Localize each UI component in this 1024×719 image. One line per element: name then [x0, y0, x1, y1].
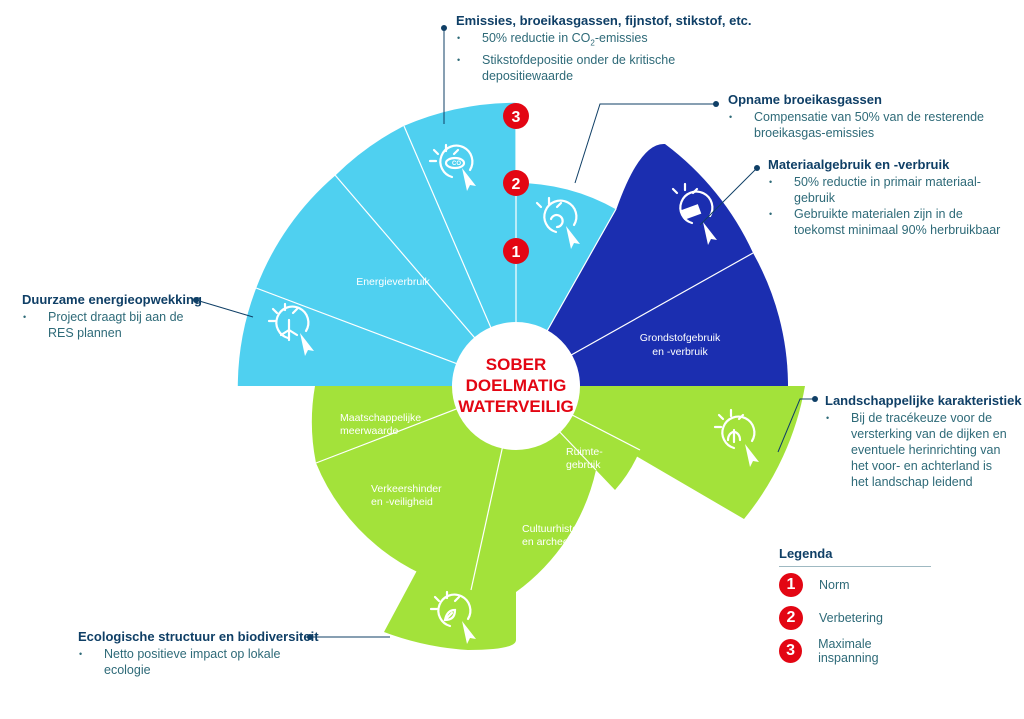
segment-label-maatschappelijk-2: meerwaarde: [340, 425, 399, 437]
level-badge-3: 3: [503, 103, 529, 129]
sector-emissies: [404, 102, 516, 387]
annotation-energie: Duurzame energieopwekking Project draagt…: [22, 292, 202, 341]
material-icon: [671, 182, 717, 245]
annotation-materiaal-title: Materiaalgebruik en -verbruik: [768, 157, 950, 172]
segment-label-ruimte-1: Ruimte-: [566, 446, 603, 458]
leader-lines: [195, 28, 815, 638]
segment-label-verkeershinder-2: en -veiligheid: [371, 496, 433, 508]
legend: Legenda 1 Norm 2 Verbetering 3 Maximale …: [779, 546, 931, 666]
legend-badge: 2: [779, 605, 803, 630]
annotation-materiaal-bullet-1: 50% reductie in primair materiaal-gebrui…: [768, 174, 1000, 206]
sector-energieverbruik-inner: [335, 125, 516, 387]
center-line-2: DOELMATIG: [466, 376, 567, 395]
svg-text:2: 2: [512, 176, 521, 193]
annotation-landschap-bullet-1: Bij de tracékeuze voor de versterking va…: [825, 410, 1022, 490]
annotation-opname-bullet-1: Compensatie van 50% van de resterendebro…: [728, 109, 984, 141]
legend-item: 1 Norm: [779, 569, 931, 600]
annotation-opname-title: Opname broeikasgassen: [728, 92, 882, 107]
svg-text:CO: CO: [452, 161, 461, 167]
annotation-landschap: Landschappelijke karakteristiek Bij de t…: [825, 393, 1022, 490]
segment-label-cultuur-1: Cultuurhistorie: [522, 523, 590, 535]
annotation-landschap-title: Landschappelijke karakteristiek: [825, 393, 1022, 408]
level-badge-1: 1: [503, 238, 529, 264]
co2-icon: CO: [428, 143, 476, 191]
annotation-emissies-title: Emissies, broeikasgassen, fijnstof, stik…: [456, 13, 752, 28]
sector-landschappelijke-karakteristiek: [516, 386, 805, 519]
wind-turbine-icon: [267, 302, 314, 356]
segment-label-verkeershinder-1: Verkeershinder: [371, 483, 442, 495]
segment-label-grondstof-2: en -verbruik: [652, 346, 708, 358]
legend-label: Norm: [819, 577, 850, 592]
sector-grondstofgebruik: [516, 253, 788, 386]
leaf-icon: [429, 590, 476, 644]
annotation-emissies: Emissies, broeikasgassen, fijnstof, stik…: [456, 13, 752, 84]
segment-label-energieverbruik: Energieverbruik: [356, 276, 430, 288]
svg-text:3: 3: [512, 109, 521, 126]
level-badge-2: 2: [503, 170, 529, 196]
sector-materiaalgebruik: [516, 143, 754, 386]
sector-verkeershinder: [316, 386, 516, 590]
segment-label-ruimte-2: gebruik: [566, 459, 601, 471]
center-line-1: SOBER: [486, 355, 546, 374]
center-circle: [452, 322, 580, 450]
sector-duurzame-energieopwekking: [237, 287, 517, 386]
annotation-materiaal: Materiaalgebruik en -verbruik 50% reduct…: [768, 157, 1000, 238]
legend-badge: 1: [779, 572, 803, 597]
landscape-icon: [713, 408, 759, 467]
annotation-emissies-bullet-2: Stikstofdepositie onder de kritischedepo…: [456, 52, 752, 84]
legend-badge: 3: [779, 638, 803, 663]
leader-dots: [193, 25, 818, 640]
annotation-ecologie-title: Ecologische structuur en biodiversiteit: [78, 629, 319, 644]
legend-label: Maximale inspanning: [818, 636, 879, 665]
legend-item: 2 Verbetering: [779, 602, 931, 633]
segment-label-grondstof-1: Grondstofgebruik: [640, 332, 721, 344]
annotation-opname: Opname broeikasgassen Compensatie van 50…: [728, 92, 984, 141]
annotation-energie-title: Duurzame energieopwekking: [22, 292, 202, 307]
legend-title: Legenda: [779, 546, 931, 567]
svg-text:1: 1: [512, 244, 521, 261]
sector-energieverbruik: [256, 175, 516, 386]
annotation-emissies-bullet-1: 50% reductie in CO2-emissies: [456, 30, 752, 52]
segment-label-cultuur-2: en archeologie: [522, 536, 591, 548]
segment-label-maatschappelijk-1: Maatschappelijke: [340, 412, 421, 424]
annotation-materiaal-bullet-2: Gebruikte materialen zijn in detoekomst …: [768, 206, 1000, 238]
legend-label: Verbetering: [819, 610, 883, 625]
annotation-ecologie: Ecologische structuur en biodiversiteit …: [78, 629, 319, 678]
center-line-3: WATERVEILIG: [458, 397, 574, 416]
recycle-icon: [535, 196, 580, 249]
legend-item: 3 Maximale inspanning: [779, 635, 931, 666]
